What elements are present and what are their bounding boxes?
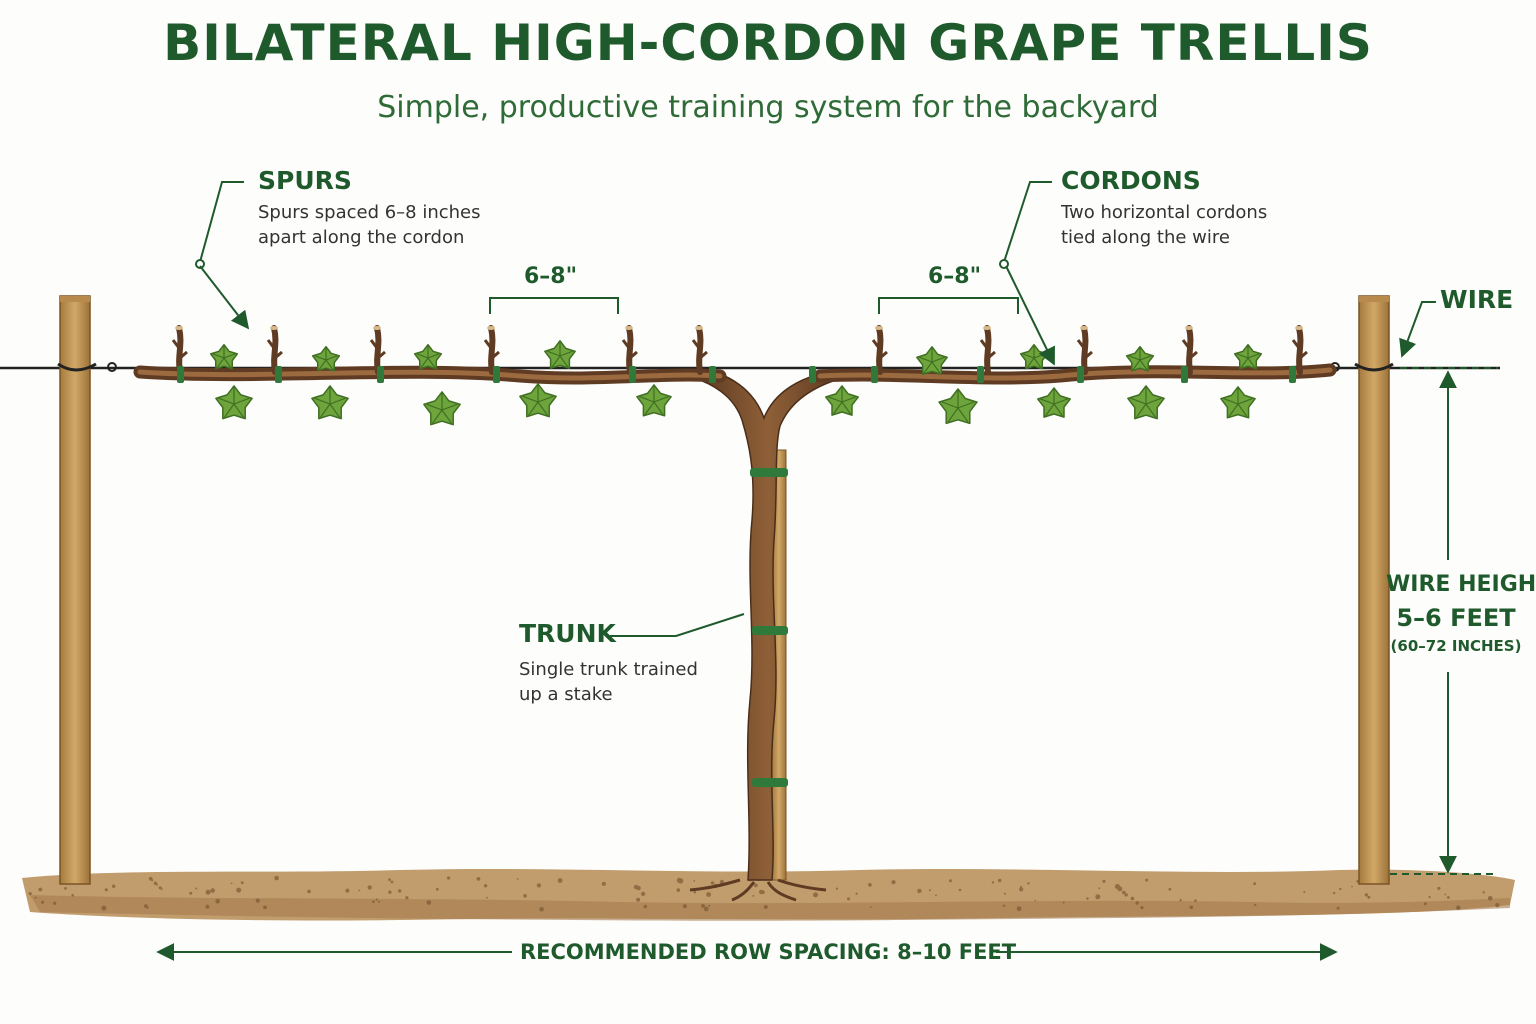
spur — [483, 325, 500, 375]
grape-leaf — [209, 343, 239, 370]
cordon-tie — [1289, 366, 1296, 383]
left-post — [57, 295, 117, 885]
grape-leaf — [423, 391, 461, 426]
grape-leaf — [1220, 386, 1256, 419]
wire-height-label-line3: (60–72 INCHES) — [1390, 637, 1522, 655]
grape-leaf — [636, 384, 672, 417]
grape-leaf — [825, 385, 859, 416]
trunk-label: TRUNK — [519, 619, 616, 648]
grape-leaf — [215, 385, 253, 420]
cordon-tie — [977, 366, 984, 383]
leaves-group — [209, 340, 1263, 426]
spurs-label: SPURS — [258, 166, 352, 195]
grape-leaf — [1037, 387, 1071, 418]
grape-leaf — [916, 346, 948, 376]
spurs-desc-line1: Spurs spaced 6–8 inches — [258, 202, 481, 223]
page-title: BILATERAL HIGH-CORDON GRAPE TRELLIS — [163, 14, 1373, 72]
grape-leaf — [1125, 345, 1155, 372]
cordon-tie — [709, 366, 716, 383]
spur-spacing-right-label: 6–8" — [928, 264, 982, 289]
cordon-tie — [1077, 366, 1084, 383]
trunk-desc-line1: Single trunk trained — [519, 659, 698, 680]
grape-leaf — [938, 388, 978, 425]
cordon-tie — [629, 366, 636, 383]
grape-leaf — [1127, 385, 1165, 420]
cordon-tie — [871, 366, 878, 383]
spur — [369, 325, 386, 375]
spur — [171, 325, 188, 375]
spur — [871, 325, 888, 375]
vine-trunk — [689, 373, 839, 902]
trunk-ties — [750, 468, 788, 787]
spur — [979, 325, 996, 375]
cordons-desc-line1: Two horizontal cordons — [1061, 202, 1268, 223]
spur-spacing-left-label: 6–8" — [524, 264, 578, 289]
cordon-tie — [275, 366, 282, 383]
spacing-brackets — [489, 297, 1019, 314]
page-subtitle: Simple, productive training system for t… — [377, 90, 1159, 125]
wire-height-label-line2: 5–6 FEET — [1396, 604, 1516, 632]
ties-group — [177, 366, 1296, 383]
spur — [1181, 325, 1198, 375]
grape-leaf — [311, 385, 349, 420]
cordon-tie — [493, 366, 500, 383]
right-cordon — [813, 363, 1337, 385]
spurs-desc-line2: apart along the cordon — [258, 227, 465, 248]
right-post — [1330, 295, 1394, 885]
grape-leaf — [413, 343, 443, 370]
soil-ground — [22, 868, 1515, 921]
cordon-tie — [377, 366, 384, 383]
wire-height-dimension — [1390, 367, 1498, 875]
row-spacing-label: RECOMMENDED ROW SPACING: 8–10 FEET — [520, 940, 1017, 964]
spurs-group — [171, 325, 1308, 375]
wire-height-label-line1: WIRE HEIGHT — [1386, 572, 1536, 597]
spur — [1076, 325, 1093, 375]
grape-leaf — [544, 340, 576, 370]
cordons-label: CORDONS — [1061, 166, 1201, 195]
grape-leaf — [1233, 343, 1263, 370]
grape-leaf — [1019, 343, 1049, 370]
spur — [266, 325, 283, 375]
trunk-desc-line2: up a stake — [519, 684, 613, 705]
cordon-tie — [177, 366, 184, 383]
cordon-tie — [1181, 366, 1188, 383]
grape-leaf — [311, 345, 341, 372]
wire-label: WIRE — [1440, 285, 1514, 314]
cordons-desc-line2: tied along the wire — [1061, 227, 1230, 248]
spur — [621, 325, 638, 375]
grape-leaf — [519, 383, 557, 418]
cordon-tie — [809, 366, 816, 383]
callout-leaders — [195, 181, 1436, 637]
spur — [1291, 325, 1308, 375]
spur — [691, 325, 708, 375]
